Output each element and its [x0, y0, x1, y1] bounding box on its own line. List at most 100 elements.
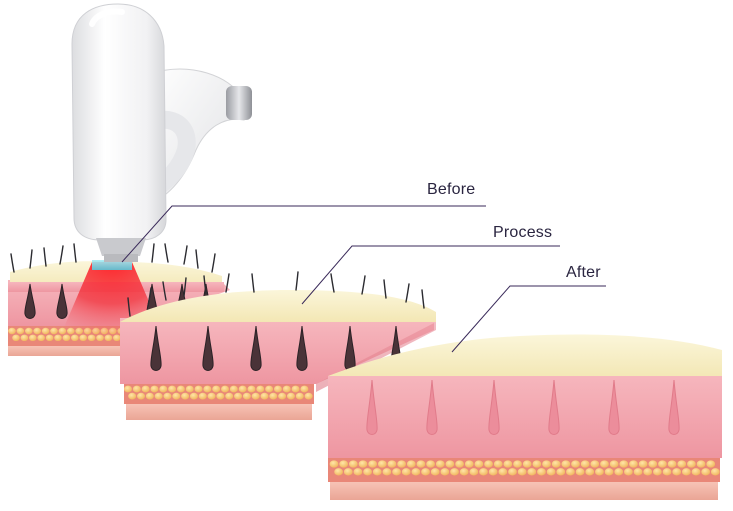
- fat-cell: [667, 460, 677, 468]
- fat-cell: [278, 392, 287, 400]
- hair: [383, 279, 387, 299]
- follicle: [548, 379, 560, 435]
- fat-cell: [207, 392, 216, 400]
- hair: [162, 281, 167, 301]
- fat-cell: [604, 468, 614, 476]
- hair: [405, 283, 410, 303]
- fat-cell: [687, 460, 696, 468]
- fat-cell: [181, 392, 190, 400]
- fat-cell: [542, 460, 551, 468]
- epidermis-top: [120, 290, 436, 322]
- fat-cell: [185, 385, 194, 393]
- hair: [59, 245, 64, 265]
- hair: [73, 243, 77, 263]
- fat-cell: [141, 385, 150, 393]
- fat-cell: [633, 468, 643, 476]
- hair: [151, 243, 155, 263]
- fat-cell: [286, 392, 295, 400]
- fat-cell: [498, 468, 508, 476]
- fat-cell: [681, 468, 691, 476]
- leader-line-before: [121, 205, 486, 263]
- fat-cell: [242, 392, 251, 400]
- fat-cell: [566, 468, 575, 476]
- base-layer: [330, 482, 718, 500]
- hairs: [127, 271, 425, 317]
- fat-cell: [203, 385, 212, 393]
- dermis-layer: [328, 376, 722, 458]
- fat-cell: [411, 468, 421, 476]
- fat-cell: [300, 385, 309, 393]
- fat-cell: [343, 468, 353, 476]
- hair: [29, 249, 33, 269]
- fat-cell: [247, 385, 256, 393]
- fat-cell: [339, 460, 349, 468]
- laser-contact: [92, 260, 132, 270]
- follicle: [426, 379, 438, 435]
- fat-cell: [619, 460, 629, 468]
- fat-cell: [212, 385, 221, 393]
- fat-cell: [556, 468, 566, 476]
- fat-cell: [406, 460, 416, 468]
- fat-cell: [16, 327, 25, 335]
- fat-cell: [41, 327, 50, 335]
- fat-cell: [600, 460, 609, 468]
- fat-cell: [198, 392, 207, 400]
- fat-cell: [517, 468, 527, 476]
- fat-cell: [474, 460, 484, 468]
- hair: [295, 271, 299, 291]
- follicle: [366, 379, 378, 435]
- fat-cell: [421, 468, 430, 476]
- fat-cell: [580, 460, 590, 468]
- fat-cell: [372, 468, 382, 476]
- follicle: [202, 325, 214, 371]
- fat-cell: [334, 468, 343, 476]
- fat-cell: [532, 460, 542, 468]
- fat-cell: [450, 468, 459, 476]
- fat-cell: [229, 385, 238, 393]
- follicle: [250, 325, 262, 371]
- fat-cell: [382, 468, 392, 476]
- hairs: [10, 243, 216, 273]
- fat-cell: [643, 468, 653, 476]
- fat-cell: [672, 468, 682, 476]
- hair: [147, 287, 152, 307]
- fat-cell: [159, 385, 168, 393]
- fat-cell: [479, 468, 488, 476]
- fat-cell: [295, 392, 304, 400]
- fat-cell: [595, 468, 604, 476]
- fat-cell: [571, 460, 580, 468]
- fat-cell: [168, 385, 177, 393]
- fat-cell: [221, 385, 230, 393]
- fat-cell: [440, 468, 450, 476]
- fat-cell: [455, 460, 464, 468]
- follicle: [668, 379, 680, 435]
- fat-cell: [561, 460, 571, 468]
- fat-cell: [397, 460, 406, 468]
- fat-cell: [609, 460, 619, 468]
- fat-cell: [216, 392, 225, 400]
- fat-cell: [225, 392, 234, 400]
- fat-cell: [387, 460, 397, 468]
- fat-cell: [638, 460, 648, 468]
- base-layer: [8, 346, 126, 356]
- fat-cell: [513, 460, 522, 468]
- fat-cell: [368, 460, 378, 468]
- fat-cell: [459, 468, 469, 476]
- fat-cell: [662, 468, 672, 476]
- hair-follicles: [150, 325, 402, 371]
- fat-cell: [154, 392, 163, 400]
- fat-cell: [128, 392, 137, 400]
- fat-cell: [282, 385, 291, 393]
- fat-cell: [392, 468, 401, 476]
- hair: [361, 275, 366, 295]
- fat-cell: [163, 392, 172, 400]
- handpiece-tip: [96, 238, 146, 256]
- fat-cell: [624, 468, 633, 476]
- leader-line-process: [301, 245, 560, 305]
- fat-cell: [329, 460, 339, 468]
- follicle: [150, 325, 162, 371]
- fat-cell: [124, 385, 132, 393]
- fat-cell: [25, 327, 33, 335]
- fat-cell: [493, 460, 503, 468]
